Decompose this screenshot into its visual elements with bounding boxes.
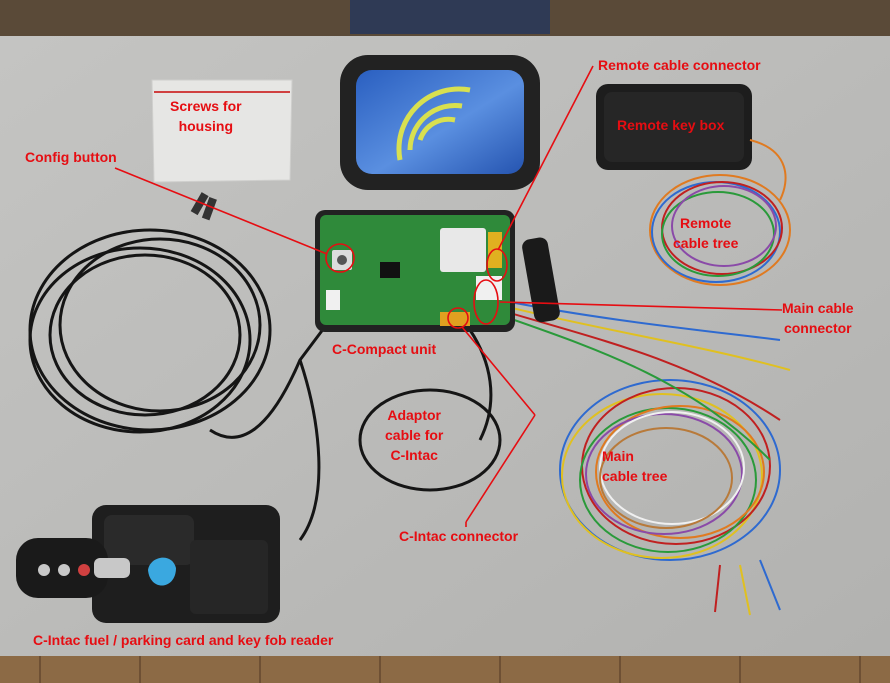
adaptor-cable-line-1: Adaptor [387,407,442,423]
adaptor-cable-line-3: C-Intac [390,447,438,463]
c-intac-reader [92,505,280,623]
main-cable-tree-line-2: cable tree [602,468,668,484]
remote-cable-tree-label: Remote cable tree [673,213,738,253]
adaptor-cable-label: Adaptor cable for C-Intac [385,405,443,465]
remote-cable-tree-line-1: Remote [680,215,732,231]
remote-cable-tree-line-2: cable tree [673,235,739,251]
main-cable-connector-label: Main cable connector [782,298,854,338]
adaptor-cable [358,329,502,492]
main-cable-tree-line-1: Main [602,448,634,464]
main-cable-connector-line-1: Main cable [782,300,854,316]
screws-label-line-2: housing [178,118,234,134]
main-cable-tree-label: Main cable tree [602,446,667,486]
remote-cable-connector-label: Remote cable connector [598,57,761,73]
main-cable-tree [499,299,791,616]
c-compact-unit-label: C-Compact unit [332,341,437,357]
remote-key-box-label: Remote key box [617,117,725,133]
remote-cable-tree [649,139,791,286]
screws-label-line-1: Screws for [170,98,242,114]
config-button-label: Config button [25,149,117,165]
housing-lid [340,55,540,190]
key-fob [16,538,130,598]
black-cable [28,228,332,541]
adaptor-cable-line-2: cable for [385,427,444,443]
screws-label: Screws for housing [170,96,242,136]
remote-key-box [596,84,752,170]
annotation-lines [114,65,783,527]
reader-label: C-Intac fuel / parking card and key fob … [33,632,334,648]
main-cable-connector-line-2: connector [783,320,852,336]
screws-bag [151,79,293,221]
c-intac-connector-label: C-Intac connector [399,528,519,544]
